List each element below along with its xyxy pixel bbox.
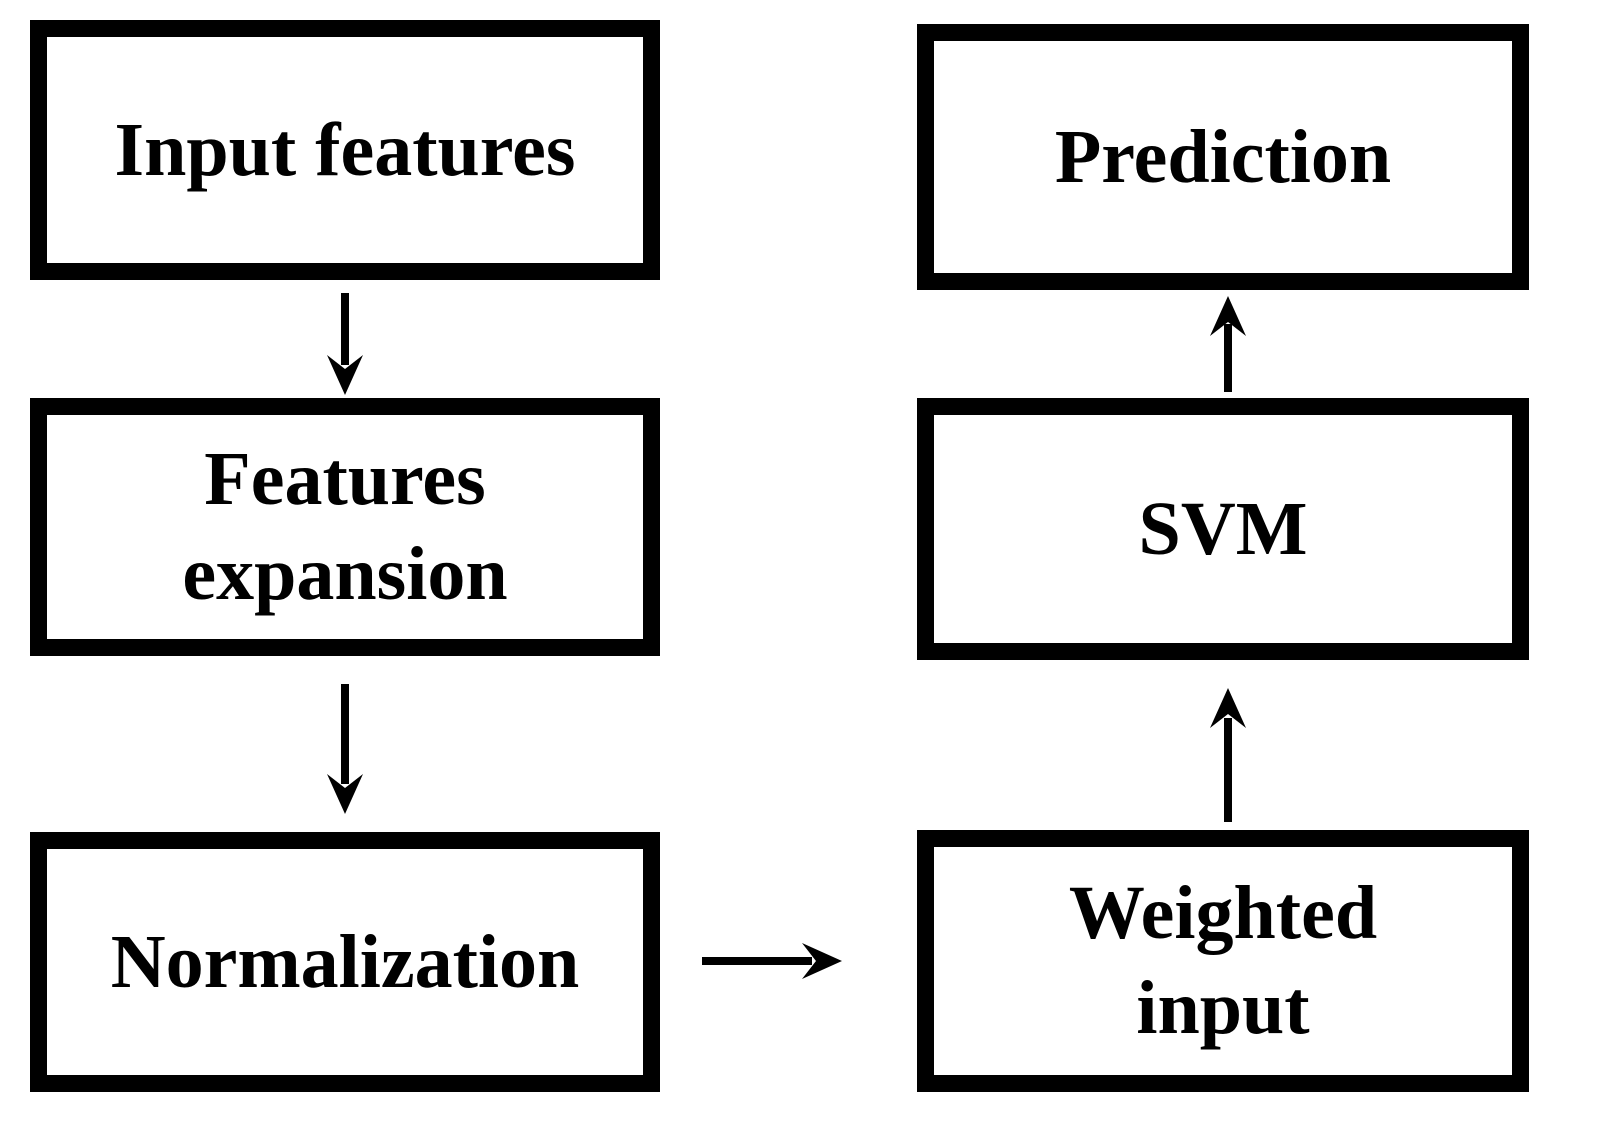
arrow-up-weighted-to-svm-icon bbox=[1205, 688, 1251, 822]
node-normalization: Normalization bbox=[30, 832, 660, 1092]
arrow-right-normalization-to-weighted-icon bbox=[702, 938, 842, 984]
arrow-down-input-to-expansion-icon bbox=[322, 293, 368, 395]
node-features-expansion: Features expansion bbox=[30, 398, 660, 656]
node-weighted-input: Weighted input bbox=[917, 830, 1529, 1092]
node-svm: SVM bbox=[917, 398, 1529, 660]
node-features-expansion-label: Features expansion bbox=[182, 437, 508, 616]
node-normalization-label: Normalization bbox=[110, 919, 580, 1004]
arrow-down-expansion-to-normalization-icon bbox=[322, 684, 368, 814]
node-svm-label: SVM bbox=[1138, 486, 1308, 571]
node-input-features-label: Input features bbox=[114, 107, 576, 192]
node-input-features: Input features bbox=[30, 20, 660, 280]
node-prediction: Prediction bbox=[917, 24, 1529, 290]
node-prediction-label: Prediction bbox=[1054, 114, 1392, 199]
arrow-up-svm-to-prediction-icon bbox=[1205, 296, 1251, 392]
node-weighted-input-label: Weighted input bbox=[1068, 871, 1378, 1050]
